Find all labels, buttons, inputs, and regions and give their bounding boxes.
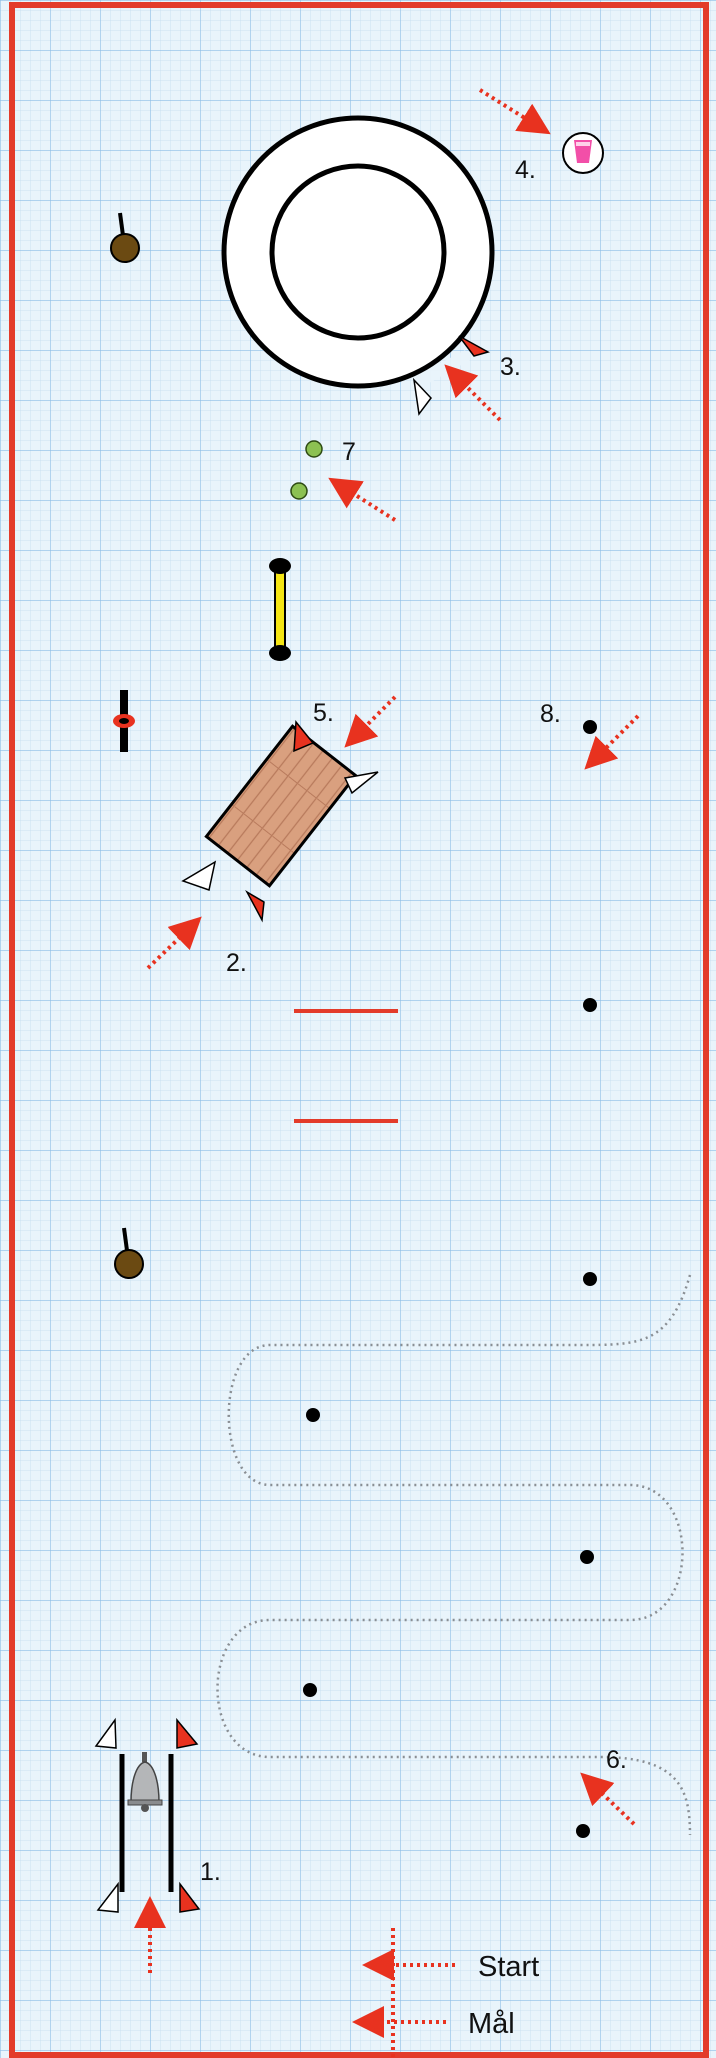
- marker-dot: [583, 1272, 597, 1286]
- cup-icon: [563, 133, 603, 173]
- start-label: Start: [478, 1951, 539, 1983]
- station-label-7: 7: [342, 438, 356, 466]
- marker-dot: [583, 998, 597, 1012]
- station-label-3: 3.: [500, 353, 521, 381]
- marker-dot: [580, 1550, 594, 1564]
- finish-label: Mål: [468, 2008, 515, 2040]
- station-label-6: 6.: [606, 1746, 627, 1774]
- station-label-5: 5.: [313, 699, 334, 727]
- cone-icon: [291, 483, 307, 499]
- cone-icon: [306, 441, 322, 457]
- marker-dot: [576, 1824, 590, 1838]
- marker-dot: [303, 1683, 317, 1697]
- station-label-1: 1.: [200, 1858, 221, 1886]
- station-label-2: 2.: [226, 949, 247, 977]
- station-label-4: 4.: [515, 156, 536, 184]
- ring-obstacle: [224, 118, 492, 386]
- marker-dot: [583, 720, 597, 734]
- marker-dot: [306, 1408, 320, 1422]
- station-label-8: 8.: [540, 700, 561, 728]
